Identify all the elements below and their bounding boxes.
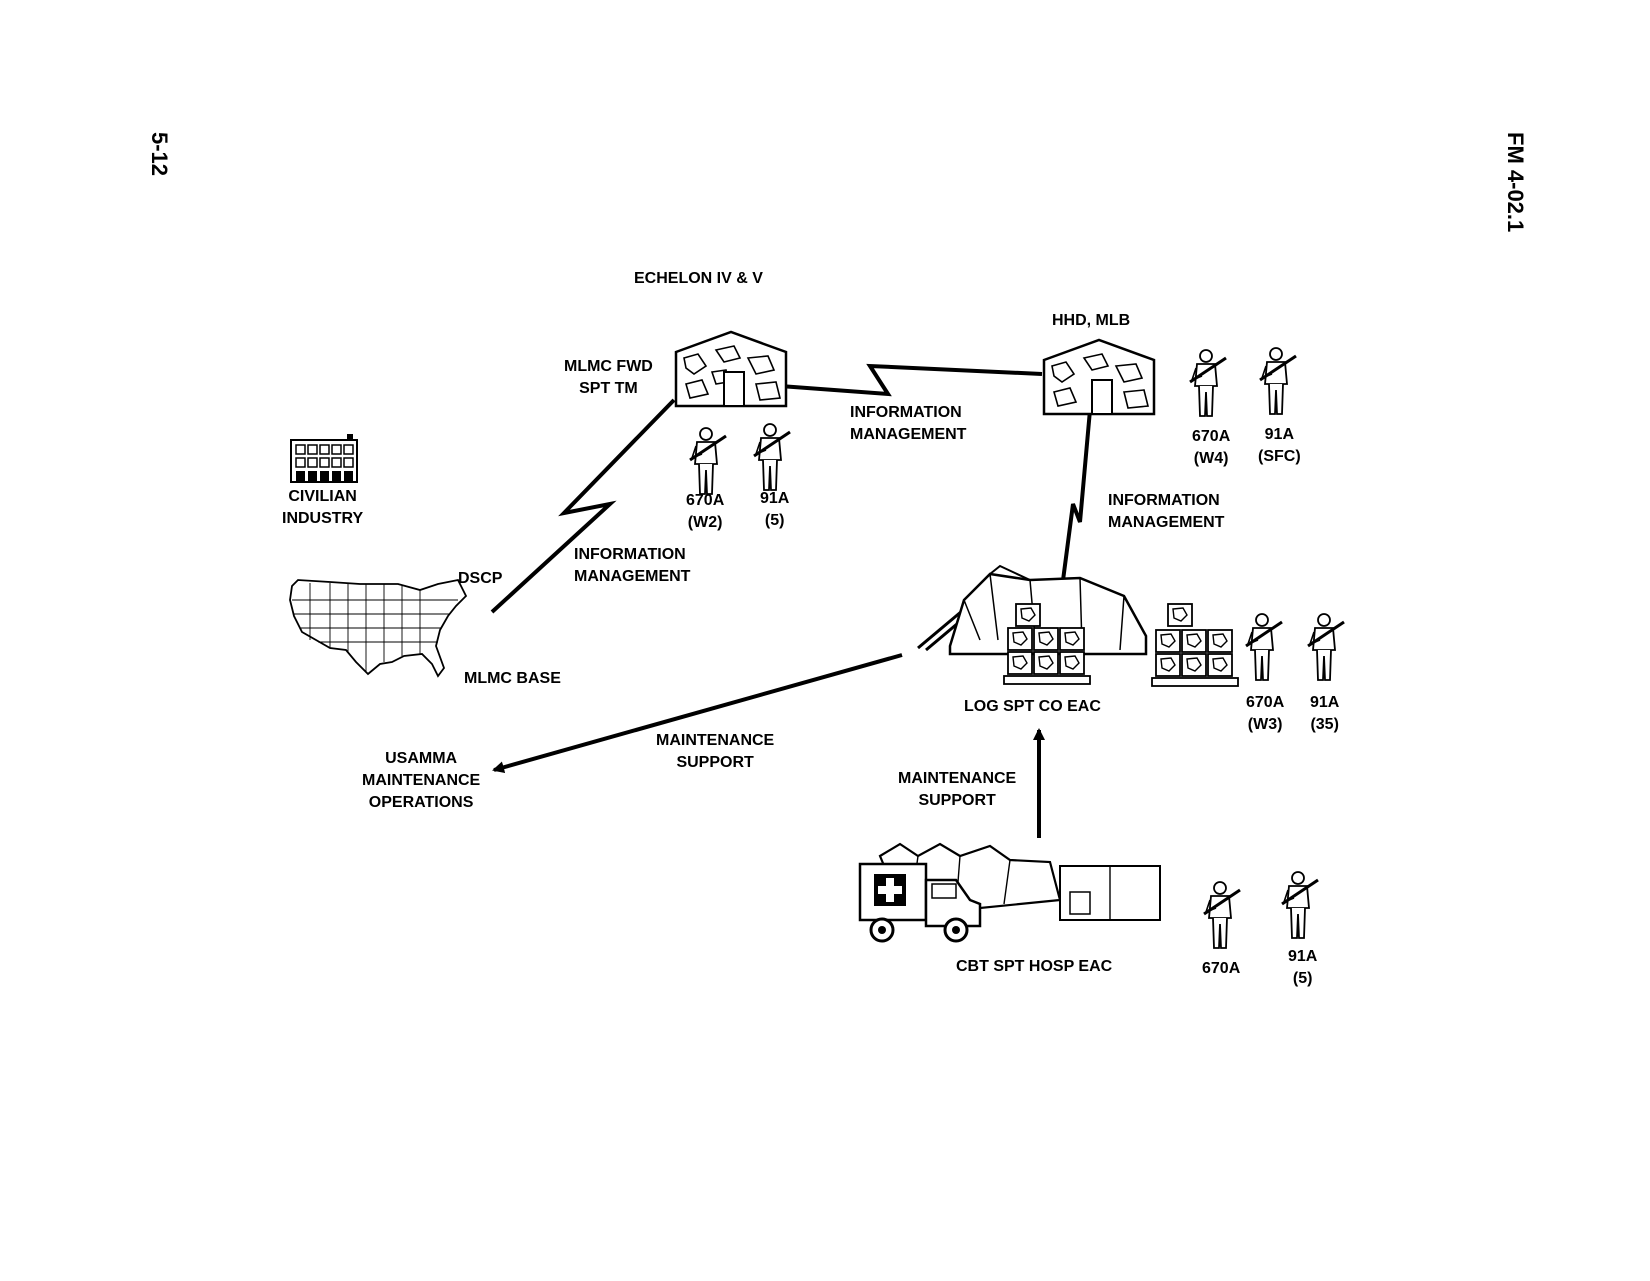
label-fwd-670a: 670A(W2): [686, 492, 725, 531]
soldier-icon: [1280, 870, 1320, 940]
us-map-icon: [289, 578, 468, 678]
soldier-icon: [688, 426, 728, 496]
building-icon: [290, 434, 358, 483]
label-hosp-91a: 91A(5): [1288, 948, 1318, 987]
shelter-icon: [674, 330, 788, 408]
label-dscp: DSCP: [458, 570, 503, 587]
label-log-670a: 670A(W3): [1246, 694, 1285, 733]
echelon-title: ECHELON IV & V: [634, 270, 763, 287]
soldier-icon: [1188, 348, 1228, 418]
link-fwd-to-hhd: [779, 363, 1043, 397]
connection-lines: [490, 363, 1092, 838]
link-hhd-to-log: [1060, 409, 1092, 589]
manual-number: FM 4-02.1: [1503, 132, 1528, 233]
soldier-icon: [1244, 612, 1284, 682]
soldier-icon: [1258, 346, 1298, 416]
ambulance-icon: [858, 862, 982, 943]
label-hhd-mlb: HHD, MLB: [1052, 312, 1131, 329]
crate-stack-right: [1151, 603, 1239, 687]
label-hhd-670a: 670A(W4): [1192, 428, 1231, 467]
label-fwd-91a: 91A(5): [760, 490, 790, 529]
arrow-log-to-usamma: [492, 653, 903, 774]
label-mlmc-base: MLMC BASE: [464, 670, 561, 687]
soldier-icon: [1306, 612, 1346, 682]
label-log-91a: 91A(35): [1310, 694, 1340, 733]
soldier-icon: [1202, 880, 1242, 950]
shelter-icon: [1042, 338, 1156, 416]
page-number: 5-12: [147, 132, 172, 177]
crate-stack-left: [1003, 603, 1091, 685]
link-mlmc-base-to-fwd: [490, 398, 676, 614]
soldier-icon: [752, 422, 792, 492]
label-hosp-670a: 670A: [1202, 960, 1241, 977]
label-hhd-91a: 91A(SFC): [1258, 426, 1301, 465]
label-cbt-spt-hosp: CBT SPT HOSP EAC: [956, 958, 1113, 975]
label-log-spt-co: LOG SPT CO EAC: [964, 698, 1101, 715]
